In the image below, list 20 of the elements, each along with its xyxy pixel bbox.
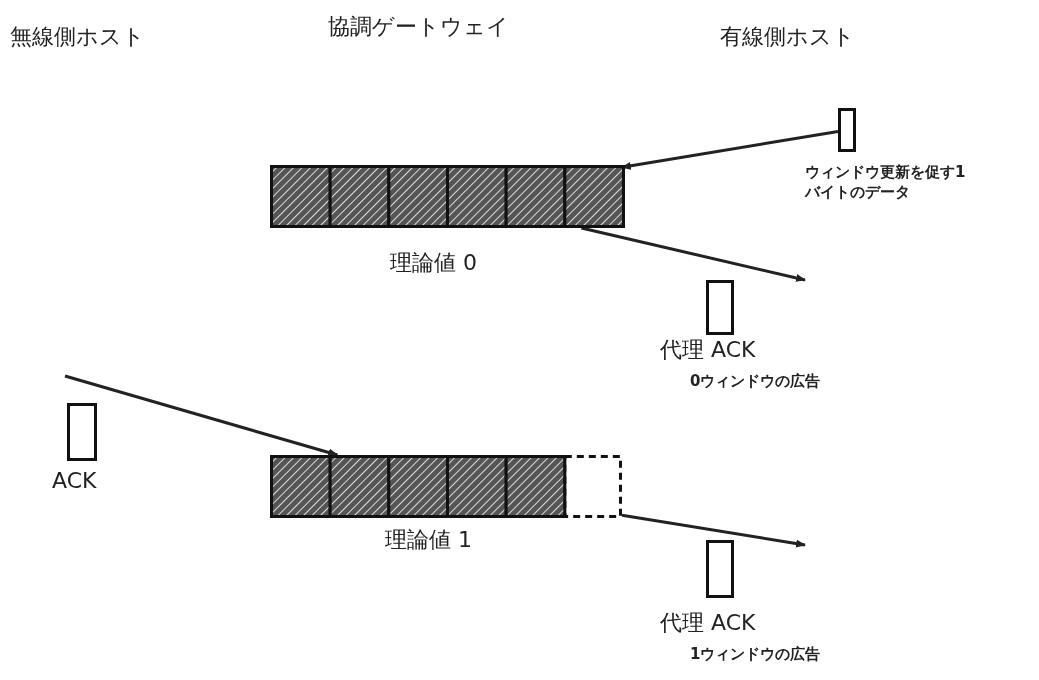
value-label: 理論値 0: [390, 249, 477, 277]
buffer-bar: [270, 165, 622, 228]
arrow: [621, 513, 806, 548]
column-heading: 無線側ホスト: [10, 23, 145, 51]
packet-label: 代理 ACK: [660, 336, 756, 364]
packet-box: [706, 280, 734, 335]
buffer-bar: [270, 455, 622, 518]
value-label: 理論値 1: [385, 526, 472, 554]
packet-caption: ウィンドウ更新を促す1バイトのデータ: [805, 162, 967, 203]
packet-box: [838, 108, 856, 152]
packet-caption: 1ウィンドウの広告: [690, 645, 821, 664]
column-heading: 有線側ホスト: [720, 23, 855, 51]
packet-box: [706, 540, 734, 598]
arrow: [581, 226, 806, 282]
packet-label: 代理 ACK: [660, 609, 756, 637]
packet-caption: 0ウィンドウの広告: [690, 372, 821, 391]
packet-box: [67, 403, 97, 461]
column-heading: 協調ゲートウェイ: [328, 13, 509, 41]
packet-label: ACK: [52, 468, 97, 493]
arrow: [64, 374, 339, 457]
